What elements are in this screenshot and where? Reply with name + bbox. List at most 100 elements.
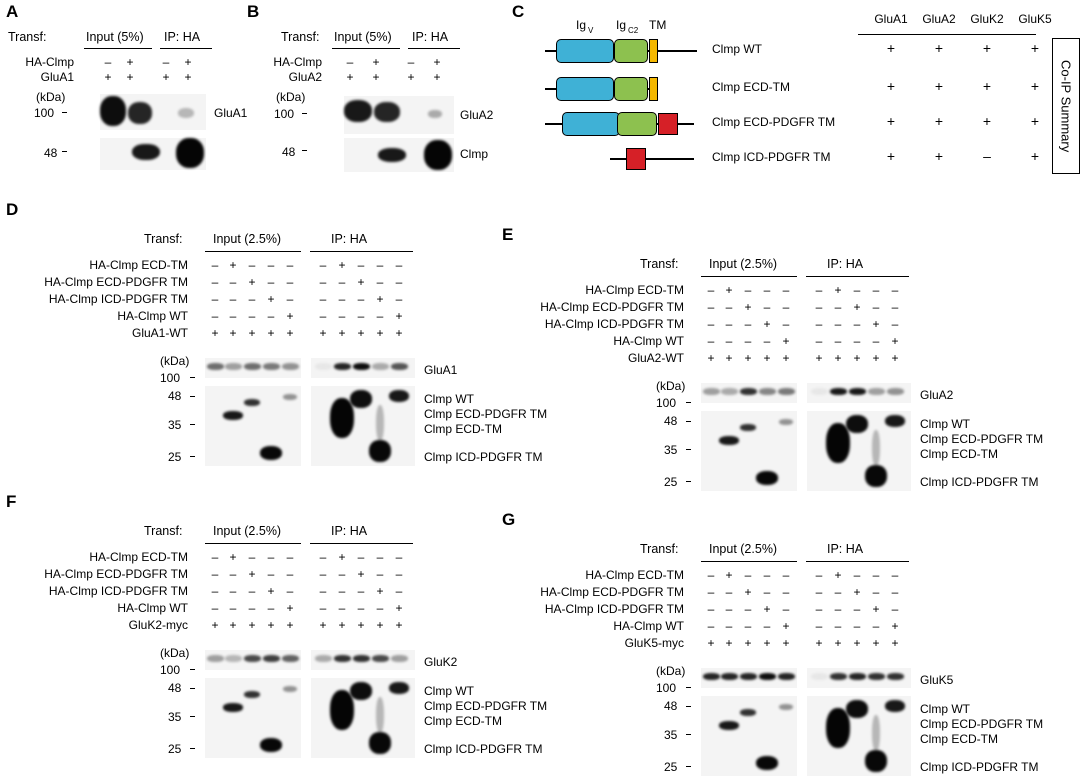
row-mark: + <box>229 618 237 632</box>
kda-label: (kDa) <box>276 90 306 104</box>
row-mark: + <box>372 55 380 69</box>
ip-underline <box>806 276 909 277</box>
row-mark: + <box>286 601 294 615</box>
blot-band <box>315 655 332 662</box>
tm-label: TM <box>649 18 667 32</box>
marker-25: 25 <box>168 450 182 464</box>
row-mark: – <box>229 309 237 323</box>
row-mark: – <box>229 601 237 615</box>
row-mark: – <box>815 602 823 616</box>
row-mark: + <box>229 550 237 564</box>
summary-column-header: GluK5 <box>1018 12 1052 26</box>
row-mark: + <box>395 309 403 323</box>
row-mark: + <box>319 618 327 632</box>
input-header: Input (2.5%) <box>213 232 282 246</box>
blot-band <box>223 411 243 420</box>
transf-label: Transf: <box>8 30 47 44</box>
row-mark: – <box>267 550 275 564</box>
blot-band <box>811 388 828 395</box>
row-mark: + <box>763 602 771 616</box>
row-mark: + <box>211 326 219 340</box>
row-label: HA-Clmp ECD-TM <box>585 568 684 582</box>
row-mark: – <box>707 334 715 348</box>
blot-band <box>244 655 261 662</box>
igv-sub: V <box>588 26 594 35</box>
row-mark: – <box>376 309 384 323</box>
blot-band <box>376 697 384 733</box>
marker-100: 100 <box>160 663 181 677</box>
row-mark: – <box>815 300 823 314</box>
pdgfr-tm-domain <box>658 113 678 135</box>
row-mark: – <box>707 602 715 616</box>
summary-sign: + <box>982 78 992 94</box>
blot-band <box>759 388 776 395</box>
construct-name: Clmp ICD-PDGFR TM <box>712 150 831 164</box>
blot-band <box>372 363 389 370</box>
row-mark: – <box>725 334 733 348</box>
marker-35: 35 <box>168 418 182 432</box>
row-mark: – <box>744 619 752 633</box>
row-mark: – <box>286 567 294 581</box>
row-mark: + <box>357 275 365 289</box>
row-mark: – <box>211 275 219 289</box>
summary-sign: + <box>982 40 992 56</box>
row-mark: – <box>725 585 733 599</box>
row-mark: – <box>319 292 327 306</box>
row-mark: – <box>744 568 752 582</box>
row-label: HA-Clmp <box>273 55 322 69</box>
row-mark: + <box>707 636 715 650</box>
row-mark: – <box>319 550 327 564</box>
blot-band <box>378 148 406 162</box>
marker-tick <box>686 449 691 450</box>
blot-band <box>811 673 828 680</box>
blot-band <box>353 363 370 370</box>
marker-tick <box>686 481 691 482</box>
blot-band <box>887 673 904 680</box>
igv-domain <box>556 39 614 63</box>
tm-domain <box>649 39 658 63</box>
receptor-row-label: GluA1-WT <box>131 326 188 340</box>
row-mark: – <box>834 619 842 633</box>
row-mark: – <box>376 567 384 581</box>
row-mark: – <box>267 275 275 289</box>
row-mark: – <box>357 601 365 615</box>
row-mark: + <box>707 351 715 365</box>
blot-band <box>263 655 280 662</box>
row-mark: – <box>319 309 327 323</box>
row-mark: + <box>104 70 112 84</box>
blot-band <box>372 655 389 662</box>
row-mark: + <box>357 618 365 632</box>
receptor-band-label: GluK5 <box>920 673 954 687</box>
summary-column-header: GluA1 <box>874 12 908 26</box>
row-mark: – <box>229 584 237 598</box>
row-mark: – <box>872 300 880 314</box>
summary-sign: + <box>934 40 944 56</box>
row-mark: – <box>853 602 861 616</box>
row-mark: – <box>248 601 256 615</box>
blot-band <box>740 709 756 716</box>
blot-band <box>315 363 332 370</box>
row-mark: – <box>357 309 365 323</box>
blot-band <box>350 682 372 700</box>
row-mark: – <box>395 258 403 272</box>
ip-header: IP: HA <box>331 524 368 538</box>
blot-band <box>334 363 351 370</box>
row-mark: – <box>338 584 346 598</box>
summary-sign: + <box>934 148 944 164</box>
row-mark: – <box>286 258 294 272</box>
marker-tick <box>62 151 67 152</box>
row-mark: – <box>395 584 403 598</box>
blot-band <box>344 100 372 122</box>
row-mark: + <box>338 258 346 272</box>
row-mark: + <box>184 55 192 69</box>
marker-tick <box>190 424 195 425</box>
input-underline <box>205 543 301 544</box>
marker-48: 48 <box>664 414 678 428</box>
blot-band <box>778 388 795 395</box>
row-mark: + <box>229 326 237 340</box>
row-mark: – <box>744 334 752 348</box>
row-mark: + <box>782 334 790 348</box>
marker-tick <box>190 669 195 670</box>
blot-band <box>865 750 887 772</box>
row-mark: – <box>248 584 256 598</box>
